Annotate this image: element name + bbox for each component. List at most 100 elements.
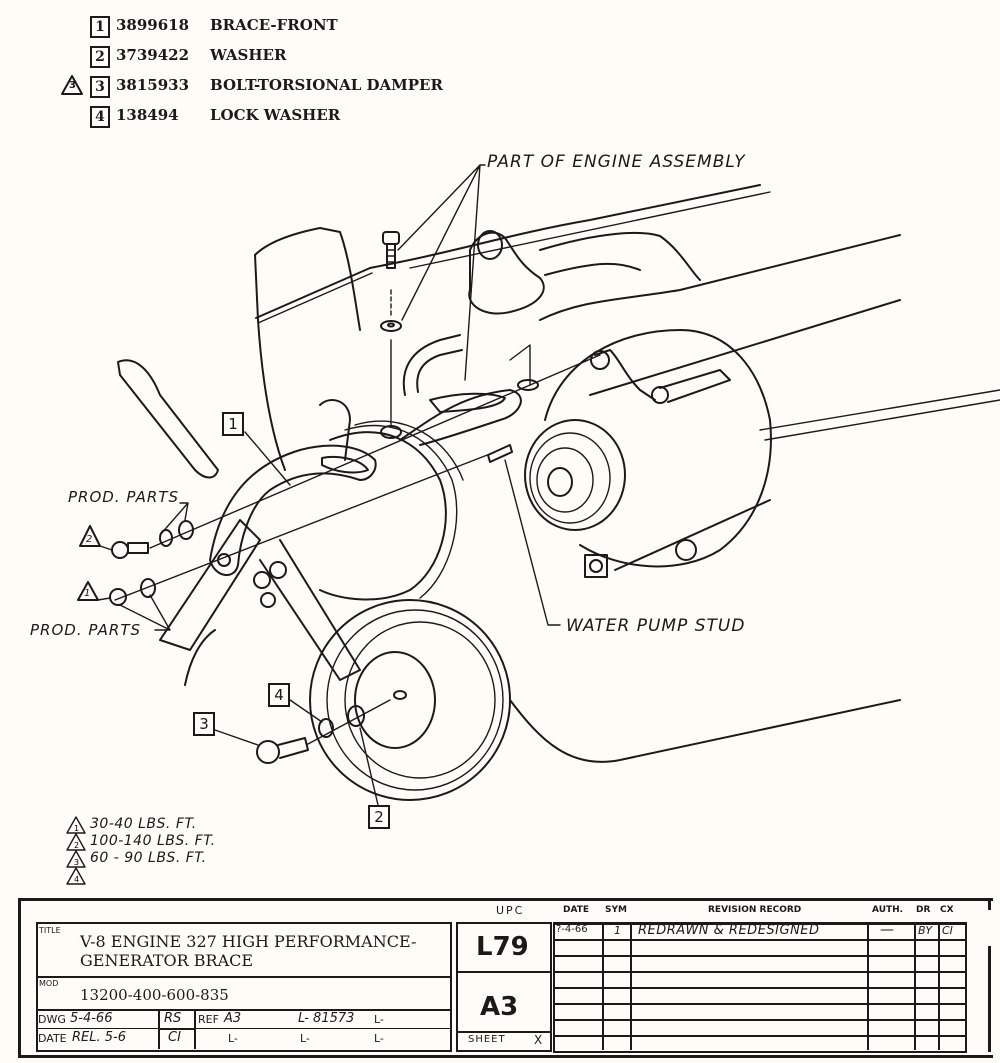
title-block-frame: [18, 898, 993, 1058]
rev-header-date: DATE: [563, 905, 590, 915]
upper-hose: [539, 231, 701, 281]
item-tag-1: 1: [222, 412, 244, 436]
drawing-title-line2: GENERATOR BRACE: [80, 951, 254, 970]
drawn-by: RS: [164, 1011, 182, 1026]
rev-cx: CI: [942, 924, 953, 937]
part-number: 3899618: [116, 16, 190, 34]
title-block: TITLE V-8 ENGINE 327 HIGH PERFORMANCE- G…: [18, 898, 993, 1058]
fan: [117, 359, 361, 686]
part-description: BRACE-FRONT: [210, 16, 338, 34]
torque-value: 30-40 LBS. FT.: [90, 816, 197, 832]
item-3-leader: [214, 729, 259, 746]
ref-value: A3: [224, 1011, 242, 1026]
sheet-mark: X: [534, 1033, 543, 1047]
part-number: 3739422: [116, 46, 190, 64]
rev-header-sym: SYM: [605, 905, 627, 915]
torque-ref-label: 2: [86, 534, 94, 545]
vertical-bolt: [382, 231, 400, 269]
water-pump-stud-leader: [504, 459, 561, 626]
torque-triangle-icon: 3: [66, 850, 86, 868]
item-number-box: 2: [90, 46, 110, 68]
damper-bolt: [256, 699, 391, 764]
torque-ref-triangle-1: [77, 581, 111, 601]
callout-prod-parts-lower: PROD. PARTS: [30, 621, 142, 639]
l-reference: L-: [300, 1032, 310, 1045]
bypass-hose: [402, 334, 461, 396]
torque-value: 60 - 90 LBS. FT.: [90, 850, 207, 866]
water-pump-stud: [487, 444, 513, 463]
item-number-box: 3: [90, 76, 110, 98]
svg-text:3: 3: [74, 858, 79, 867]
prod-parts-lower-leader: [119, 594, 171, 631]
upc-code: L79: [476, 932, 529, 962]
l-reference: L-: [374, 1032, 384, 1045]
item-tag-2: 2: [368, 805, 390, 829]
part-number: 3815933: [116, 76, 190, 94]
lock-washer: [318, 718, 334, 738]
rev-header-cx: CX: [940, 905, 954, 915]
rev-sym: 1: [614, 924, 621, 937]
radiator-shroud: [254, 227, 361, 331]
callout-engine-assembly: PART OF ENGINE ASSEMBLY: [487, 152, 746, 172]
bolt-upper: [111, 520, 194, 559]
upc-label: UPC: [496, 904, 525, 917]
item-4-leader: [289, 699, 323, 723]
item-tag-4: 4: [268, 683, 290, 707]
alternator: [524, 329, 772, 578]
engine-bracket: [399, 389, 522, 446]
thermostat-housing: [468, 231, 545, 315]
part-description: LOCK WASHER: [210, 106, 341, 124]
title-section: [36, 922, 452, 1052]
sheet-label: SHEET: [468, 1034, 506, 1045]
l-reference: L- 81573: [298, 1011, 355, 1026]
nut-lower: [109, 578, 156, 606]
release-date: REL. 5-6: [72, 1030, 126, 1045]
washer-upper: [380, 320, 402, 332]
upc-section: [456, 922, 552, 1052]
torque-ref-triangle-2: [79, 525, 113, 551]
bolt-axis-lower: [114, 451, 496, 601]
item-number-box: 1: [90, 16, 110, 38]
torque-triangle-icon: 1: [66, 816, 86, 834]
item-tag-3: 3: [193, 712, 215, 736]
dwg-label: DWG: [38, 1013, 66, 1026]
svg-text:2: 2: [74, 841, 79, 850]
torque-value: 100-140 LBS. FT.: [90, 833, 216, 849]
shroud-edge: [255, 261, 401, 319]
item-1-leader: [244, 431, 291, 486]
callout-water-pump-stud: WATER PUMP STUD: [566, 616, 746, 636]
valve-cover: [539, 234, 901, 321]
engine-assembly-leader: [397, 164, 486, 381]
engine-illustration: [77, 164, 1000, 806]
engine-top-edge: [399, 184, 761, 263]
rev-dr: BY: [918, 924, 933, 937]
mod-side-label: MOD: [39, 979, 59, 988]
item-number-box: 4: [90, 106, 110, 128]
torque-ref-label: 1: [84, 588, 92, 599]
svg-text:1: 1: [74, 824, 79, 833]
rev-header-record: REVISION RECORD: [708, 905, 802, 915]
crankshaft-pulley: [309, 599, 901, 801]
torque-triangle-icon: [61, 75, 83, 95]
washer-lower: [380, 425, 402, 439]
torque-triangle-icon: 2: [66, 833, 86, 851]
checked-by: CI: [168, 1030, 181, 1045]
rev-date: ?-4-66: [556, 924, 588, 935]
part-number: 138494: [116, 106, 179, 124]
drawing-title-line1: V-8 ENGINE 327 HIGH PERFORMANCE-: [80, 932, 417, 951]
item-2-leader: [359, 727, 379, 806]
prod-parts-upper-leader: [159, 502, 189, 536]
svg-text:4: 4: [74, 875, 79, 884]
sheet-code: A3: [480, 992, 519, 1022]
rev-header-auth: AUTH.: [872, 905, 904, 915]
callout-prod-parts-upper: PROD. PARTS: [68, 488, 180, 506]
l-reference: L-: [374, 1013, 384, 1026]
title-side-label: TITLE: [39, 926, 61, 935]
front-brace: [209, 444, 377, 576]
rev-description: REDRAWN & REDESIGNED: [638, 923, 820, 938]
bolt-axis-upper: [149, 354, 601, 549]
part-description: BOLT-TORSIONAL DAMPER: [210, 76, 443, 94]
torque-triangle-icon: 4: [66, 867, 86, 885]
part-description: WASHER: [210, 46, 287, 64]
washer: [347, 705, 365, 727]
